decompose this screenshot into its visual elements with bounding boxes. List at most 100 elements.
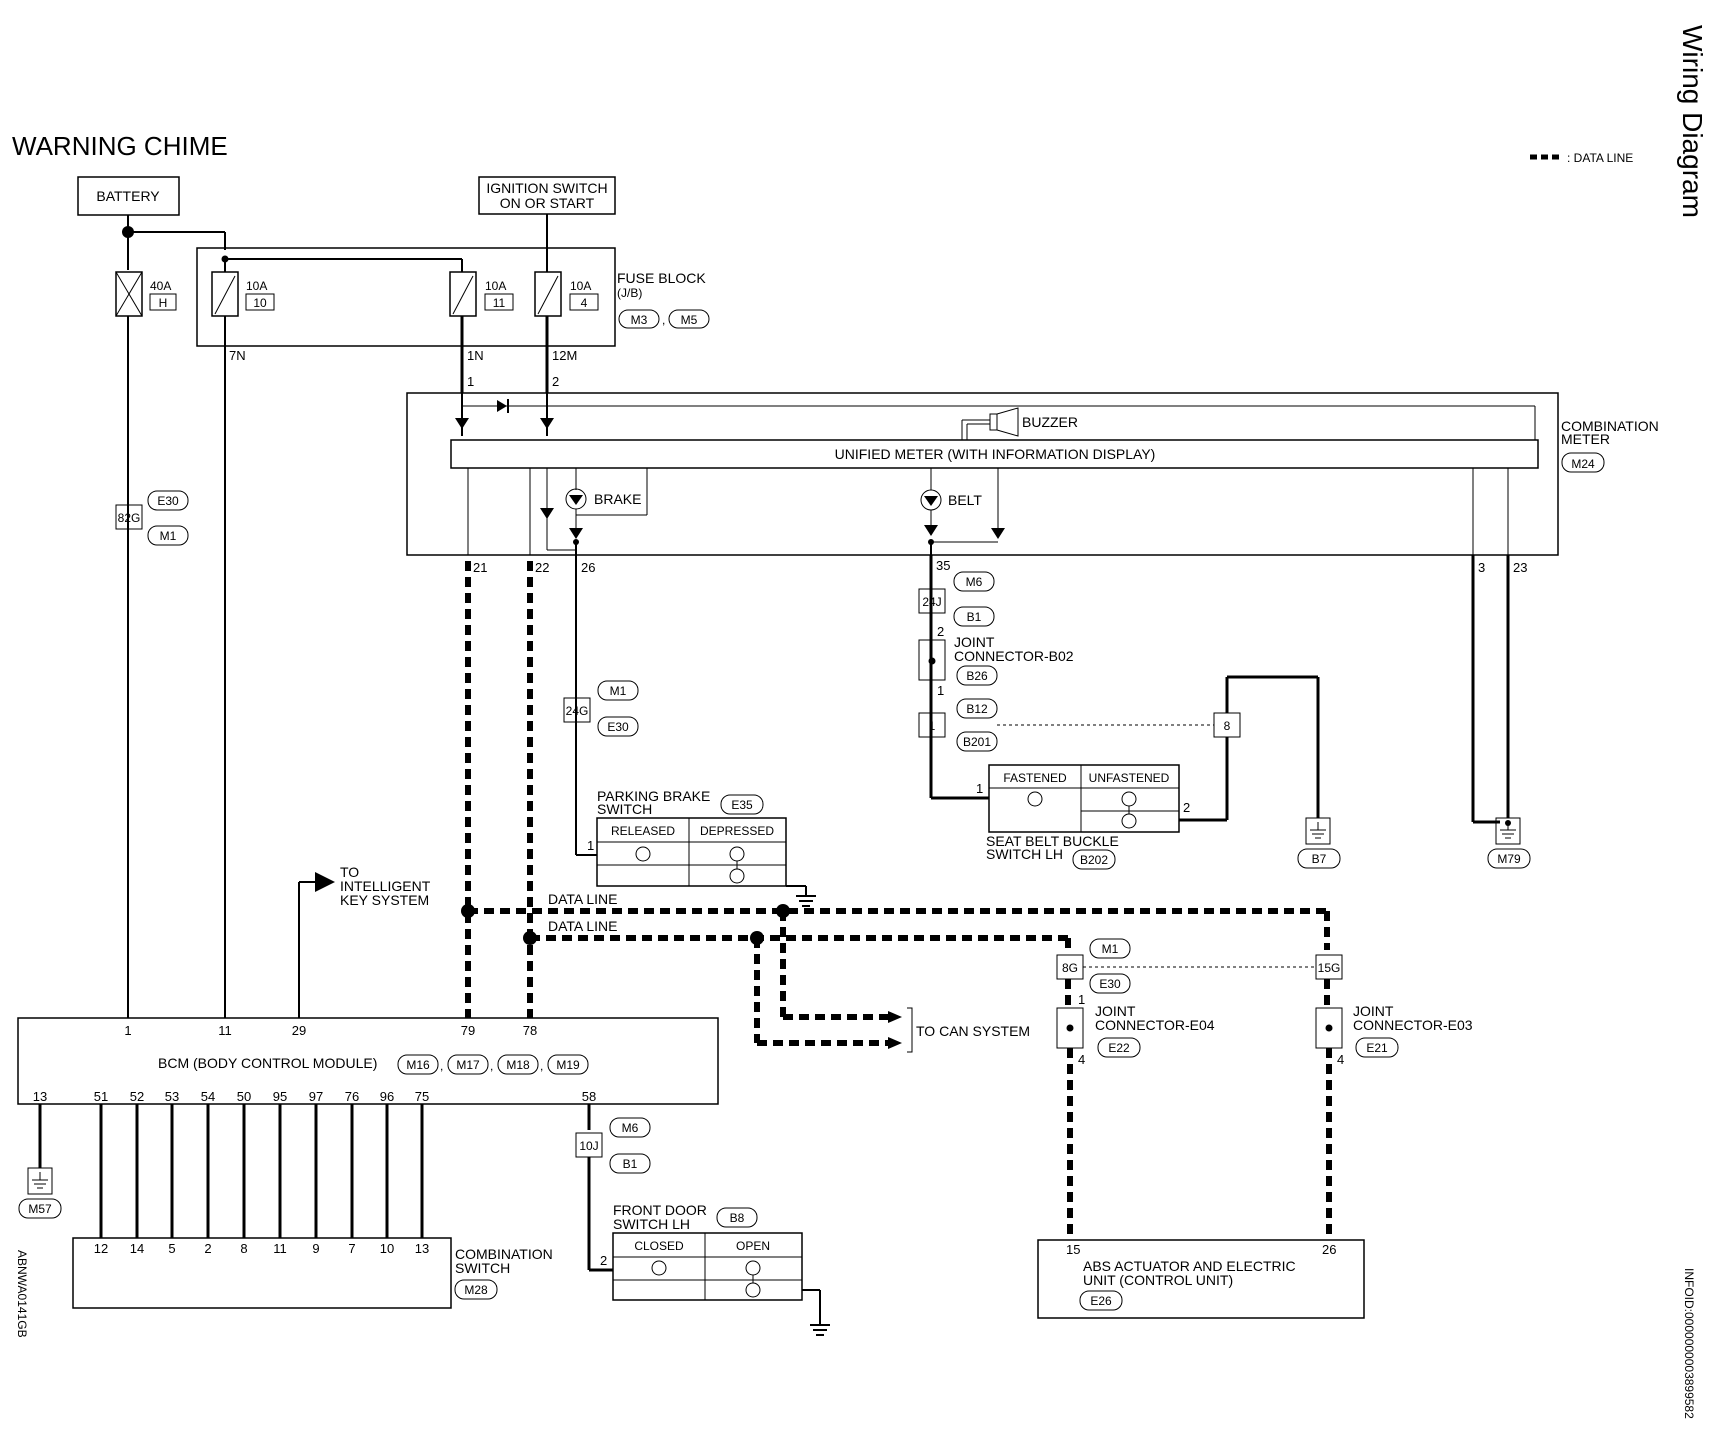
- svg-text:SEAT BELT BUCKLE: SEAT BELT BUCKLE: [986, 833, 1119, 849]
- joint-connector-e03: 4 JOINT CONNECTOR-E03 E21: [1315, 1003, 1473, 1067]
- svg-text:12: 12: [94, 1241, 108, 1256]
- svg-text:BRAKE: BRAKE: [594, 491, 641, 507]
- svg-text:OPEN: OPEN: [736, 1239, 770, 1253]
- svg-text:M5: M5: [681, 313, 698, 327]
- svg-text:2: 2: [552, 374, 559, 389]
- abs-actuator-unit: 15 26 ABS ACTUATOR AND ELECTRIC UNIT (CO…: [1037, 1239, 1365, 1319]
- svg-text:E30: E30: [1099, 977, 1121, 991]
- connector-15g: 15G: [1315, 954, 1343, 980]
- svg-text:,: ,: [490, 1059, 493, 1073]
- svg-text:M6: M6: [622, 1121, 639, 1135]
- svg-text:H: H: [159, 296, 168, 310]
- svg-text:COMBINATION: COMBINATION: [455, 1246, 553, 1262]
- svg-text:15: 15: [1066, 1242, 1080, 1257]
- svg-text:11: 11: [273, 1241, 287, 1256]
- ground-icon: [796, 886, 816, 907]
- svg-text:CONNECTOR-B02: CONNECTOR-B02: [954, 648, 1074, 664]
- svg-text:UNIT (CONTROL UNIT): UNIT (CONTROL UNIT): [1083, 1272, 1233, 1288]
- svg-text:B1: B1: [967, 610, 982, 624]
- svg-text:FUSE BLOCK: FUSE BLOCK: [617, 270, 706, 286]
- svg-text:M1: M1: [610, 684, 627, 698]
- svg-text:10: 10: [253, 296, 267, 310]
- svg-text:8: 8: [240, 1241, 247, 1256]
- main-fuse-40a: 40A H: [115, 271, 177, 317]
- svg-text:3: 3: [1478, 560, 1485, 575]
- combination-switch: 12 14 5 2 8 11 9 7 10 13 COMBINATION SWI…: [72, 1237, 553, 1309]
- svg-text:58: 58: [582, 1089, 596, 1104]
- svg-text:12M: 12M: [552, 348, 577, 363]
- svg-text:13: 13: [415, 1241, 429, 1256]
- svg-text:M1: M1: [160, 529, 177, 543]
- svg-text:KEY SYSTEM: KEY SYSTEM: [340, 892, 429, 908]
- svg-text:22: 22: [535, 560, 549, 575]
- svg-text:TO: TO: [340, 864, 359, 880]
- ground-m79: M79: [1487, 817, 1531, 869]
- svg-text:10: 10: [380, 1241, 394, 1256]
- svg-text:BELT: BELT: [948, 492, 982, 508]
- svg-text:26: 26: [581, 560, 595, 575]
- svg-text:B26: B26: [966, 669, 988, 683]
- svg-text:82G: 82G: [118, 511, 141, 525]
- connector-8g: 8G M1 E30: [1056, 938, 1131, 994]
- svg-text:IGNITION SWITCH: IGNITION SWITCH: [486, 180, 607, 196]
- figure-code: ABNWA0141GB: [15, 1250, 29, 1338]
- buzzer-icon: BUZZER: [961, 407, 1078, 440]
- svg-text:1: 1: [976, 781, 983, 796]
- bcm-body-control-module: 1 11 29 79 78 BCM (BODY CONTROL MODULE) …: [17, 1017, 719, 1105]
- svg-text:35: 35: [936, 558, 950, 573]
- svg-text:B202: B202: [1080, 853, 1108, 867]
- svg-text:BUZZER: BUZZER: [1022, 414, 1078, 430]
- svg-text:97: 97: [309, 1089, 323, 1104]
- svg-text:,: ,: [662, 313, 665, 327]
- combination-meter: 1 2 COMBINATION METER M24 BUZZER UNIFIED…: [406, 374, 1659, 556]
- svg-text:METER: METER: [1561, 431, 1610, 447]
- svg-text:B7: B7: [1312, 852, 1327, 866]
- svg-text:M28: M28: [464, 1283, 488, 1297]
- svg-text:1N: 1N: [467, 348, 484, 363]
- svg-text:10A: 10A: [570, 279, 591, 293]
- svg-text:,: ,: [540, 1059, 543, 1073]
- svg-text:23: 23: [1513, 560, 1527, 575]
- connector-24j: 24J M6 B1: [918, 571, 995, 627]
- svg-text:14: 14: [130, 1241, 144, 1256]
- svg-text:M79: M79: [1497, 852, 1521, 866]
- ignition-switch: IGNITION SWITCH ON OR START: [478, 176, 616, 215]
- svg-text:2: 2: [1183, 800, 1190, 815]
- connector-82g: 82G E30 M1: [115, 490, 189, 546]
- svg-text:4: 4: [581, 296, 588, 310]
- svg-text:DEPRESSED: DEPRESSED: [700, 824, 774, 838]
- svg-text:M57: M57: [28, 1202, 52, 1216]
- svg-text:E21: E21: [1366, 1041, 1388, 1055]
- fuse-block: 10A 10 10A 11 10A 4 FUSE BLOCK (J/B) M3 …: [196, 247, 710, 363]
- svg-text:13: 13: [33, 1089, 47, 1104]
- svg-text:BCM (BODY CONTROL MODULE): BCM (BODY CONTROL MODULE): [158, 1055, 377, 1071]
- svg-text:JOINT: JOINT: [1095, 1003, 1136, 1019]
- ground-icon: [810, 1324, 830, 1336]
- joint-connector-b02: 2 1 JOINT CONNECTOR-B02 B26: [918, 624, 1074, 698]
- svg-text:1: 1: [1078, 992, 1085, 1007]
- svg-text:1: 1: [937, 683, 944, 698]
- svg-text:M18: M18: [506, 1058, 530, 1072]
- parking-brake-switch: PARKING BRAKE SWITCH E35 RELEASED DEPRES…: [587, 788, 787, 887]
- svg-text:96: 96: [380, 1089, 394, 1104]
- svg-text:11: 11: [493, 296, 506, 310]
- front-door-switch: FRONT DOOR SWITCH LH B8 CLOSED OPEN 2: [600, 1202, 803, 1301]
- svg-text:M6: M6: [966, 575, 983, 589]
- svg-text:JOINT: JOINT: [954, 634, 995, 650]
- svg-text:JOINT: JOINT: [1353, 1003, 1394, 1019]
- svg-text:UNFASTENED: UNFASTENED: [1089, 771, 1170, 785]
- connector-b12-b201: 1 B12 B201 8: [918, 698, 1241, 752]
- svg-text:ON OR START: ON OR START: [500, 195, 595, 211]
- info-id: INFOID:0000000003899582: [1682, 1268, 1696, 1419]
- battery: BATTERY: [77, 176, 180, 216]
- svg-text:10A: 10A: [485, 279, 506, 293]
- svg-text:SWITCH LH: SWITCH LH: [613, 1216, 690, 1232]
- brake-warning-lamp-icon: [565, 488, 587, 510]
- svg-text:CONNECTOR-E04: CONNECTOR-E04: [1095, 1017, 1215, 1033]
- svg-text:24G: 24G: [566, 704, 589, 718]
- svg-text:2: 2: [600, 1253, 607, 1268]
- svg-text:50: 50: [237, 1089, 251, 1104]
- svg-text:M16: M16: [406, 1058, 430, 1072]
- svg-text:E30: E30: [607, 720, 629, 734]
